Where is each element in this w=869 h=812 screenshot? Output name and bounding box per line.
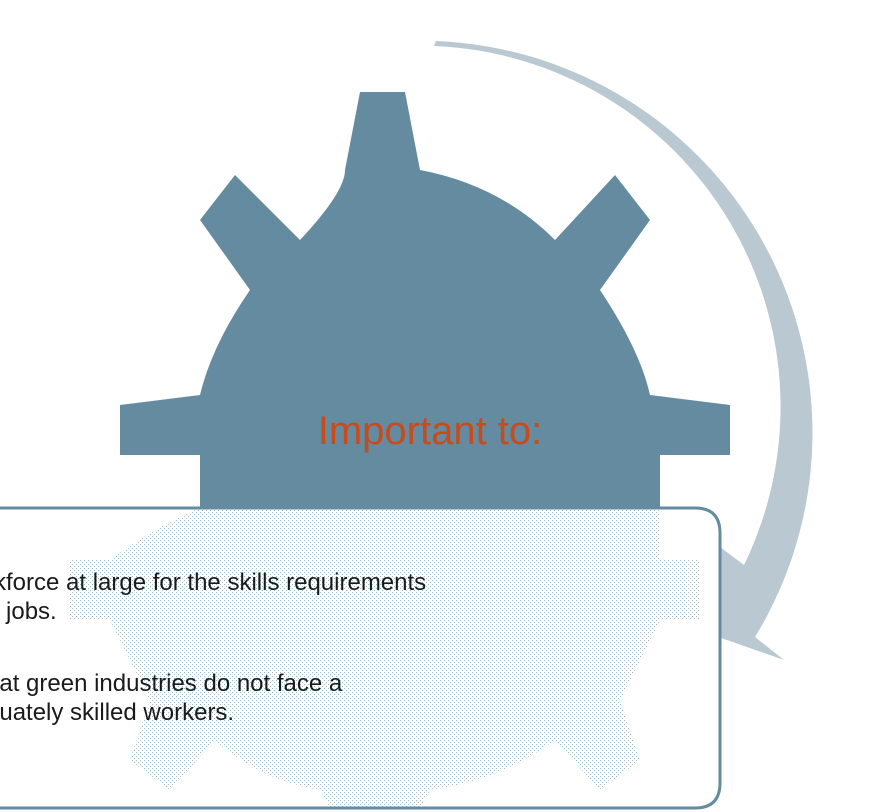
gear-title: Important to: bbox=[317, 409, 543, 453]
bullet-1-line-1: rkforce at large for the skills requirem… bbox=[0, 569, 427, 596]
bullet-2-line-1: hat green industries do not face a bbox=[0, 670, 343, 697]
bullet-item-2: hat green industries do not face a quate… bbox=[0, 669, 342, 727]
curved-arrow-icon bbox=[434, 41, 813, 660]
bullet-1-line-2: n jobs. bbox=[0, 598, 57, 625]
bullet-item-1: rkforce at large for the skills requirem… bbox=[0, 568, 426, 626]
text-box bbox=[0, 506, 722, 810]
bullet-2-line-2: quately skilled workers. bbox=[0, 699, 235, 726]
